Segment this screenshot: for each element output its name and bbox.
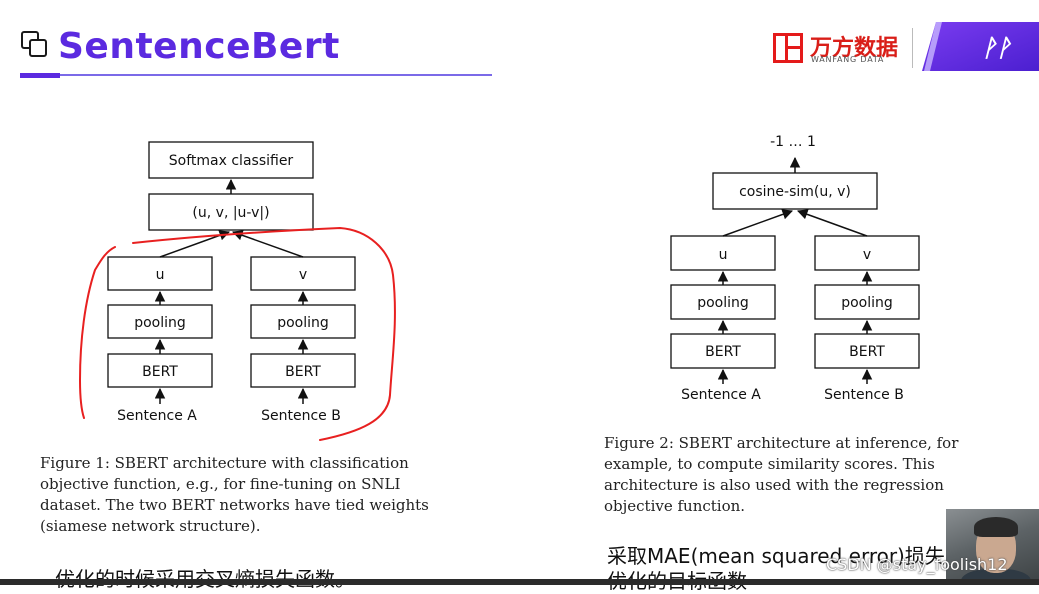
webcam-person-hair [974, 517, 1018, 537]
fig2-bert-left-label: BERT [705, 344, 741, 360]
fig2-u-label: u [719, 247, 728, 263]
fig1-v-label: v [299, 267, 307, 283]
fig1-u-label: u [156, 267, 165, 283]
fig2-bert-right-label: BERT [849, 344, 885, 360]
figure1-caption: Figure 1: SBERT architecture with classi… [40, 453, 440, 537]
fig2-pooling-right-label: pooling [841, 295, 893, 311]
note-left: 优化的时候采用交叉熵损失函数。 [55, 563, 355, 592]
fig2-sentence-b-label: Sentence B [824, 387, 904, 403]
fig1-bert-left-label: BERT [142, 364, 178, 380]
fig1-sentence-a-label: Sentence A [117, 408, 197, 424]
bottom-bar [0, 579, 1039, 585]
csdn-watermark: CSDN @stay_foolish12 [826, 555, 1008, 574]
fig1-bert-right-label: BERT [285, 364, 321, 380]
fig1-concat-label: (u, v, |u-v|) [192, 205, 269, 221]
fig1-pooling-right-label: pooling [277, 315, 329, 331]
fig2-pooling-left-label: pooling [697, 295, 749, 311]
fig2-cosine-label: cosine-sim(u, v) [739, 184, 851, 200]
fig2-sentence-a-label: Sentence A [681, 387, 761, 403]
fig1-sentence-b-label: Sentence B [261, 408, 341, 424]
fig1-pooling-left-label: pooling [134, 315, 186, 331]
figure2-caption: Figure 2: SBERT architecture at inferenc… [604, 433, 994, 517]
fig2-v-label: v [863, 247, 871, 263]
fig2-range-label: -1 … 1 [770, 134, 816, 150]
fig1-softmax-label: Softmax classifier [169, 153, 294, 169]
